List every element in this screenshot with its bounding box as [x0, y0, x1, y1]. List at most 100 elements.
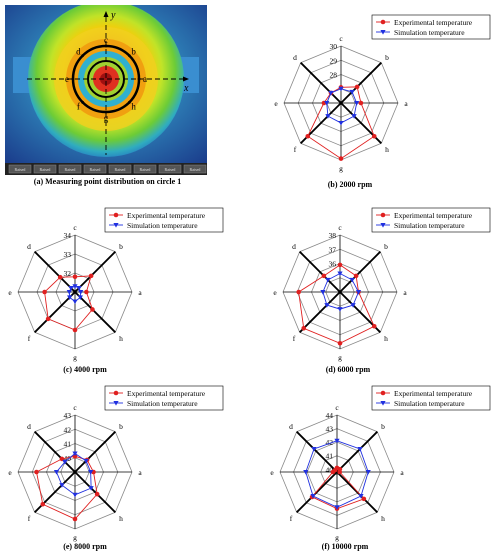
- simulation-point-h: [350, 303, 356, 308]
- r-tick-label: 44: [326, 411, 334, 420]
- toolbar-button-label: Raised: [65, 167, 76, 172]
- category-label-h: h: [384, 334, 388, 343]
- r-tick-label: 34: [64, 231, 72, 240]
- category-label-a: a: [138, 468, 142, 477]
- experimental-point-f: [45, 316, 51, 322]
- spoke-h: [74, 471, 116, 513]
- legend-marker-simulation: [113, 401, 119, 406]
- simulation-point-g: [72, 492, 78, 498]
- category-label-d: d: [27, 422, 31, 431]
- experimental-point-g: [72, 516, 78, 522]
- legend-label: Experimental temperature: [394, 211, 473, 220]
- category-label-e: e: [270, 468, 274, 477]
- point-label-d: d: [76, 46, 81, 56]
- category-label-e: e: [274, 99, 278, 108]
- spoke-b: [74, 251, 116, 293]
- category-label-c: c: [339, 34, 343, 43]
- category-label-g: g: [338, 353, 342, 362]
- toolbar-button: [83, 164, 107, 174]
- spoke-h: [336, 471, 378, 513]
- legend-marker-experimental: [113, 390, 119, 396]
- spoke-d: [34, 251, 76, 293]
- category-label-f: f: [293, 334, 296, 343]
- legend-label: Experimental temperature: [394, 18, 473, 27]
- category-label-f: f: [290, 514, 293, 523]
- experimental-point-g: [337, 341, 343, 346]
- category-label-e: e: [8, 468, 12, 477]
- experimental-point-f: [40, 501, 46, 507]
- point-marker-g: [104, 110, 108, 114]
- spoke-d: [300, 62, 342, 104]
- simulation-point-a: [365, 470, 371, 475]
- caption-panel-f: (f) 10000 rpm: [321, 542, 369, 551]
- category-label-b: b: [381, 422, 385, 431]
- point-label-b: b: [131, 46, 136, 56]
- simulation-point-d: [328, 90, 334, 96]
- legend-label: Experimental temperature: [127, 211, 206, 220]
- simulation-point-h: [77, 295, 83, 300]
- legend-label: Simulation temperature: [127, 399, 198, 408]
- r-tick-label: 29: [330, 56, 338, 65]
- r-tick-label: 33: [64, 250, 72, 259]
- category-label-f: f: [294, 145, 297, 154]
- simulation-point-e: [320, 290, 326, 295]
- simulation-point-f: [67, 295, 73, 300]
- simulation-point-e: [303, 470, 309, 475]
- spoke-d: [299, 251, 341, 293]
- legend-box: [371, 207, 491, 233]
- r-tick-label: 43: [326, 425, 334, 434]
- r-tick-label: 28: [330, 71, 338, 80]
- experimental-point-e: [296, 289, 301, 295]
- simulation-point-b: [349, 277, 355, 283]
- legend-box: [104, 385, 224, 411]
- legend-box: [371, 385, 491, 411]
- legend-box: [371, 14, 491, 40]
- category-label-h: h: [381, 514, 385, 523]
- caption-panel-a: (a) Measuring point distribution on circ…: [33, 177, 182, 186]
- simulation-point-b: [349, 89, 355, 95]
- simulation-point-h: [351, 114, 357, 119]
- simulation-point-g: [338, 120, 344, 126]
- simulation-point-h: [358, 493, 364, 499]
- legend-marker-simulation: [380, 30, 386, 35]
- simulation-point-c: [338, 86, 344, 92]
- spoke-d: [34, 431, 76, 473]
- experimental-point-c: [72, 274, 78, 280]
- toolbar-button: [183, 164, 207, 174]
- simulation-point-f: [59, 483, 65, 488]
- r-tick-label: 30: [330, 42, 338, 51]
- legend-label: Simulation temperature: [394, 399, 465, 408]
- simulation-point-a: [355, 290, 362, 295]
- spoke-d: [296, 431, 338, 473]
- axis-x-label: x: [183, 83, 189, 94]
- legend-marker-experimental: [380, 19, 386, 25]
- toolbar-button-label: Raised: [190, 167, 201, 172]
- toolbar-button: [8, 164, 32, 174]
- legend-label: Experimental temperature: [127, 389, 206, 398]
- caption-panel-b: (b) 2000 rpm: [327, 180, 373, 189]
- simulation-point-g: [334, 505, 340, 510]
- category-label-f: f: [28, 514, 31, 523]
- r-tick-label: 42: [326, 438, 334, 447]
- simulation-point-b: [357, 446, 363, 452]
- experimental-point-c: [337, 262, 343, 268]
- axis-y-arrow: [103, 11, 109, 17]
- legend-label: Simulation temperature: [394, 221, 465, 230]
- experimental-point-h: [361, 496, 367, 502]
- category-label-g: g: [73, 353, 77, 362]
- toolbar-button: [158, 164, 182, 174]
- series-line-experimental: [298, 264, 375, 344]
- experimental-point-h: [90, 307, 95, 312]
- legend-marker-simulation: [380, 223, 386, 228]
- category-label-g: g: [339, 164, 343, 173]
- legend-label: Simulation temperature: [127, 221, 198, 230]
- point-marker-h: [127, 100, 131, 104]
- simulation-point-a: [78, 290, 84, 295]
- r-tick-label: 41: [326, 452, 334, 461]
- toolbar-button-label: Raised: [90, 167, 101, 172]
